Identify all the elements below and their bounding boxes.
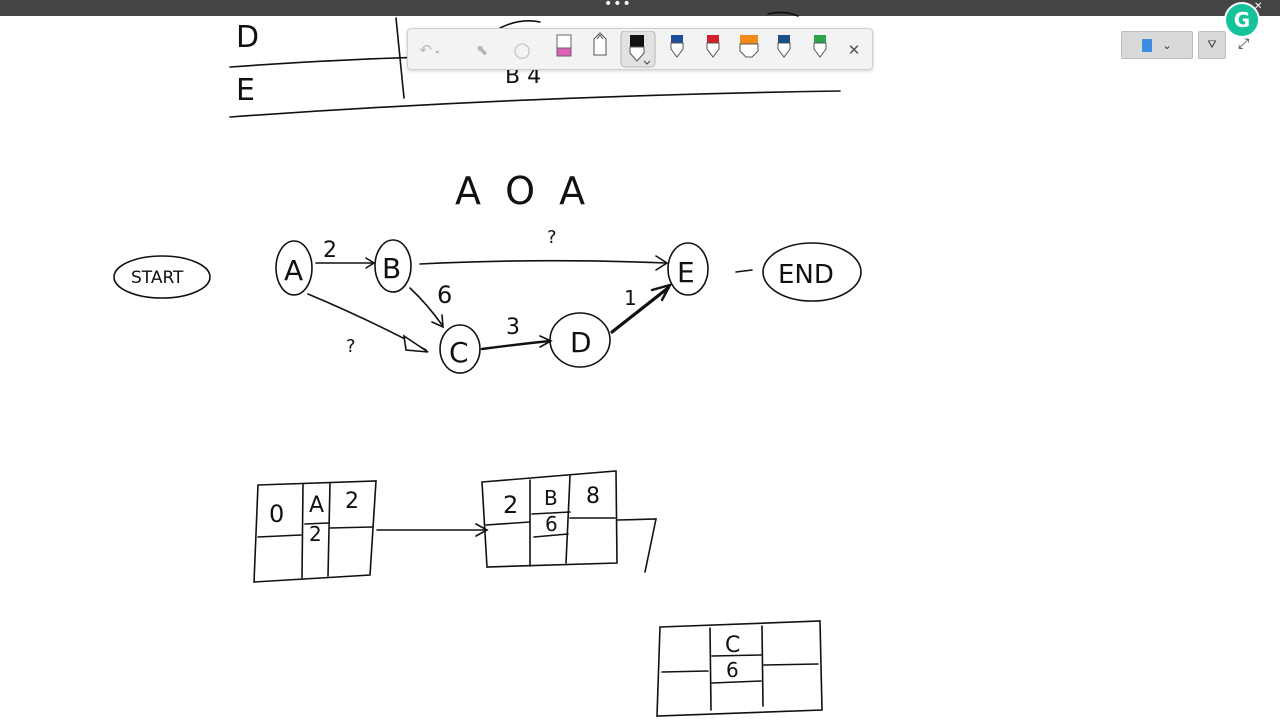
- edge-b-c: [409, 287, 443, 326]
- edge-label-a-b: 2: [323, 238, 337, 263]
- box-a-outline: [253, 480, 377, 583]
- filter-button[interactable]: ⛛: [1198, 31, 1226, 59]
- edge-d-e: [610, 286, 670, 334]
- node-c-label: C: [449, 336, 469, 369]
- node-d-label: D: [570, 326, 592, 359]
- ink-toolbar: ↶ ⌄ ⬉ ◯: [407, 28, 873, 70]
- lasso-icon: ◯: [513, 41, 531, 59]
- edge-label-a-c: ?: [346, 336, 356, 357]
- box-b-outline: [481, 470, 618, 568]
- pen-outline-tool[interactable]: [593, 32, 607, 56]
- node-start-label: START: [131, 268, 184, 288]
- chevron-down-icon: ⌄: [1162, 38, 1172, 52]
- table-row-label: D: [236, 20, 259, 55]
- node-b-ellipse: [374, 239, 412, 293]
- lasso-tool-button[interactable]: ◯: [508, 35, 536, 65]
- box-a-activity: A: [309, 493, 324, 518]
- pen-green-tool[interactable]: [813, 35, 827, 58]
- box-b-ef: 8: [586, 484, 600, 509]
- cursor-icon: ⬉: [475, 41, 489, 59]
- table-row-label: E: [236, 73, 255, 108]
- box-c-activity: C: [725, 633, 740, 658]
- more-options-icon[interactable]: •••: [604, 0, 632, 12]
- edge-label-c-d: 3: [506, 315, 520, 340]
- chevron-down-icon: ⌄: [433, 45, 441, 55]
- edge-label-d-e: 1: [624, 286, 637, 310]
- box-b-activity: B: [544, 486, 558, 510]
- table-row-line: [229, 90, 841, 118]
- close-icon: ✕: [847, 41, 861, 59]
- box-c-duration: 6: [726, 658, 739, 682]
- edge-e-end: [735, 269, 753, 273]
- grammarly-close-icon[interactable]: ✕: [1254, 1, 1263, 12]
- node-end-ellipse: [762, 242, 862, 302]
- edge-label-b-c: 6: [437, 281, 452, 309]
- box-a-ef: 2: [345, 489, 359, 514]
- edge-b-e: [419, 259, 667, 265]
- undo-button[interactable]: ↶ ⌄: [416, 35, 444, 65]
- pen-teal-tool[interactable]: [777, 35, 791, 58]
- node-a-label: A: [284, 254, 303, 287]
- grammarly-button[interactable]: G: [1226, 4, 1258, 36]
- box-b-es: 2: [503, 491, 518, 519]
- pen-black-tool[interactable]: [620, 31, 656, 68]
- pen-red-tool[interactable]: [706, 35, 720, 58]
- box-a-es: 0: [269, 500, 284, 528]
- node-a-ellipse: [275, 240, 313, 296]
- box-c-outline: [656, 620, 823, 717]
- box-a-duration: 2: [309, 522, 322, 546]
- page-icon: [1142, 38, 1153, 52]
- expand-icon[interactable]: ⤢: [1238, 36, 1250, 52]
- edge-label-b-e: ?: [547, 227, 557, 248]
- grammarly-icon: G: [1233, 8, 1251, 32]
- node-start-ellipse: [113, 255, 211, 299]
- close-toolbar-button[interactable]: ✕: [840, 35, 868, 65]
- pen-tray: [556, 31, 827, 68]
- select-tool-button[interactable]: ⬉: [468, 35, 496, 65]
- diagram-title: A O A: [455, 169, 591, 213]
- edge-c-d: [480, 339, 552, 351]
- page-selector-dropdown[interactable]: ⌄: [1121, 31, 1193, 59]
- highlighter-orange-tool[interactable]: [739, 35, 759, 58]
- node-c-ellipse: [439, 324, 481, 374]
- node-e-label: E: [677, 256, 695, 289]
- box-b-duration: 6: [545, 512, 558, 536]
- node-b-label: B: [382, 252, 401, 285]
- eraser-tool[interactable]: [556, 34, 572, 57]
- node-end-label: END: [778, 260, 834, 290]
- node-e-ellipse: [667, 242, 709, 296]
- undo-icon: ↶: [419, 41, 432, 59]
- pen-blue-tool[interactable]: [670, 35, 684, 58]
- window-titlebar: •••: [0, 0, 1280, 16]
- node-d-ellipse: [549, 312, 611, 368]
- filter-icon: ⛛: [1207, 38, 1217, 51]
